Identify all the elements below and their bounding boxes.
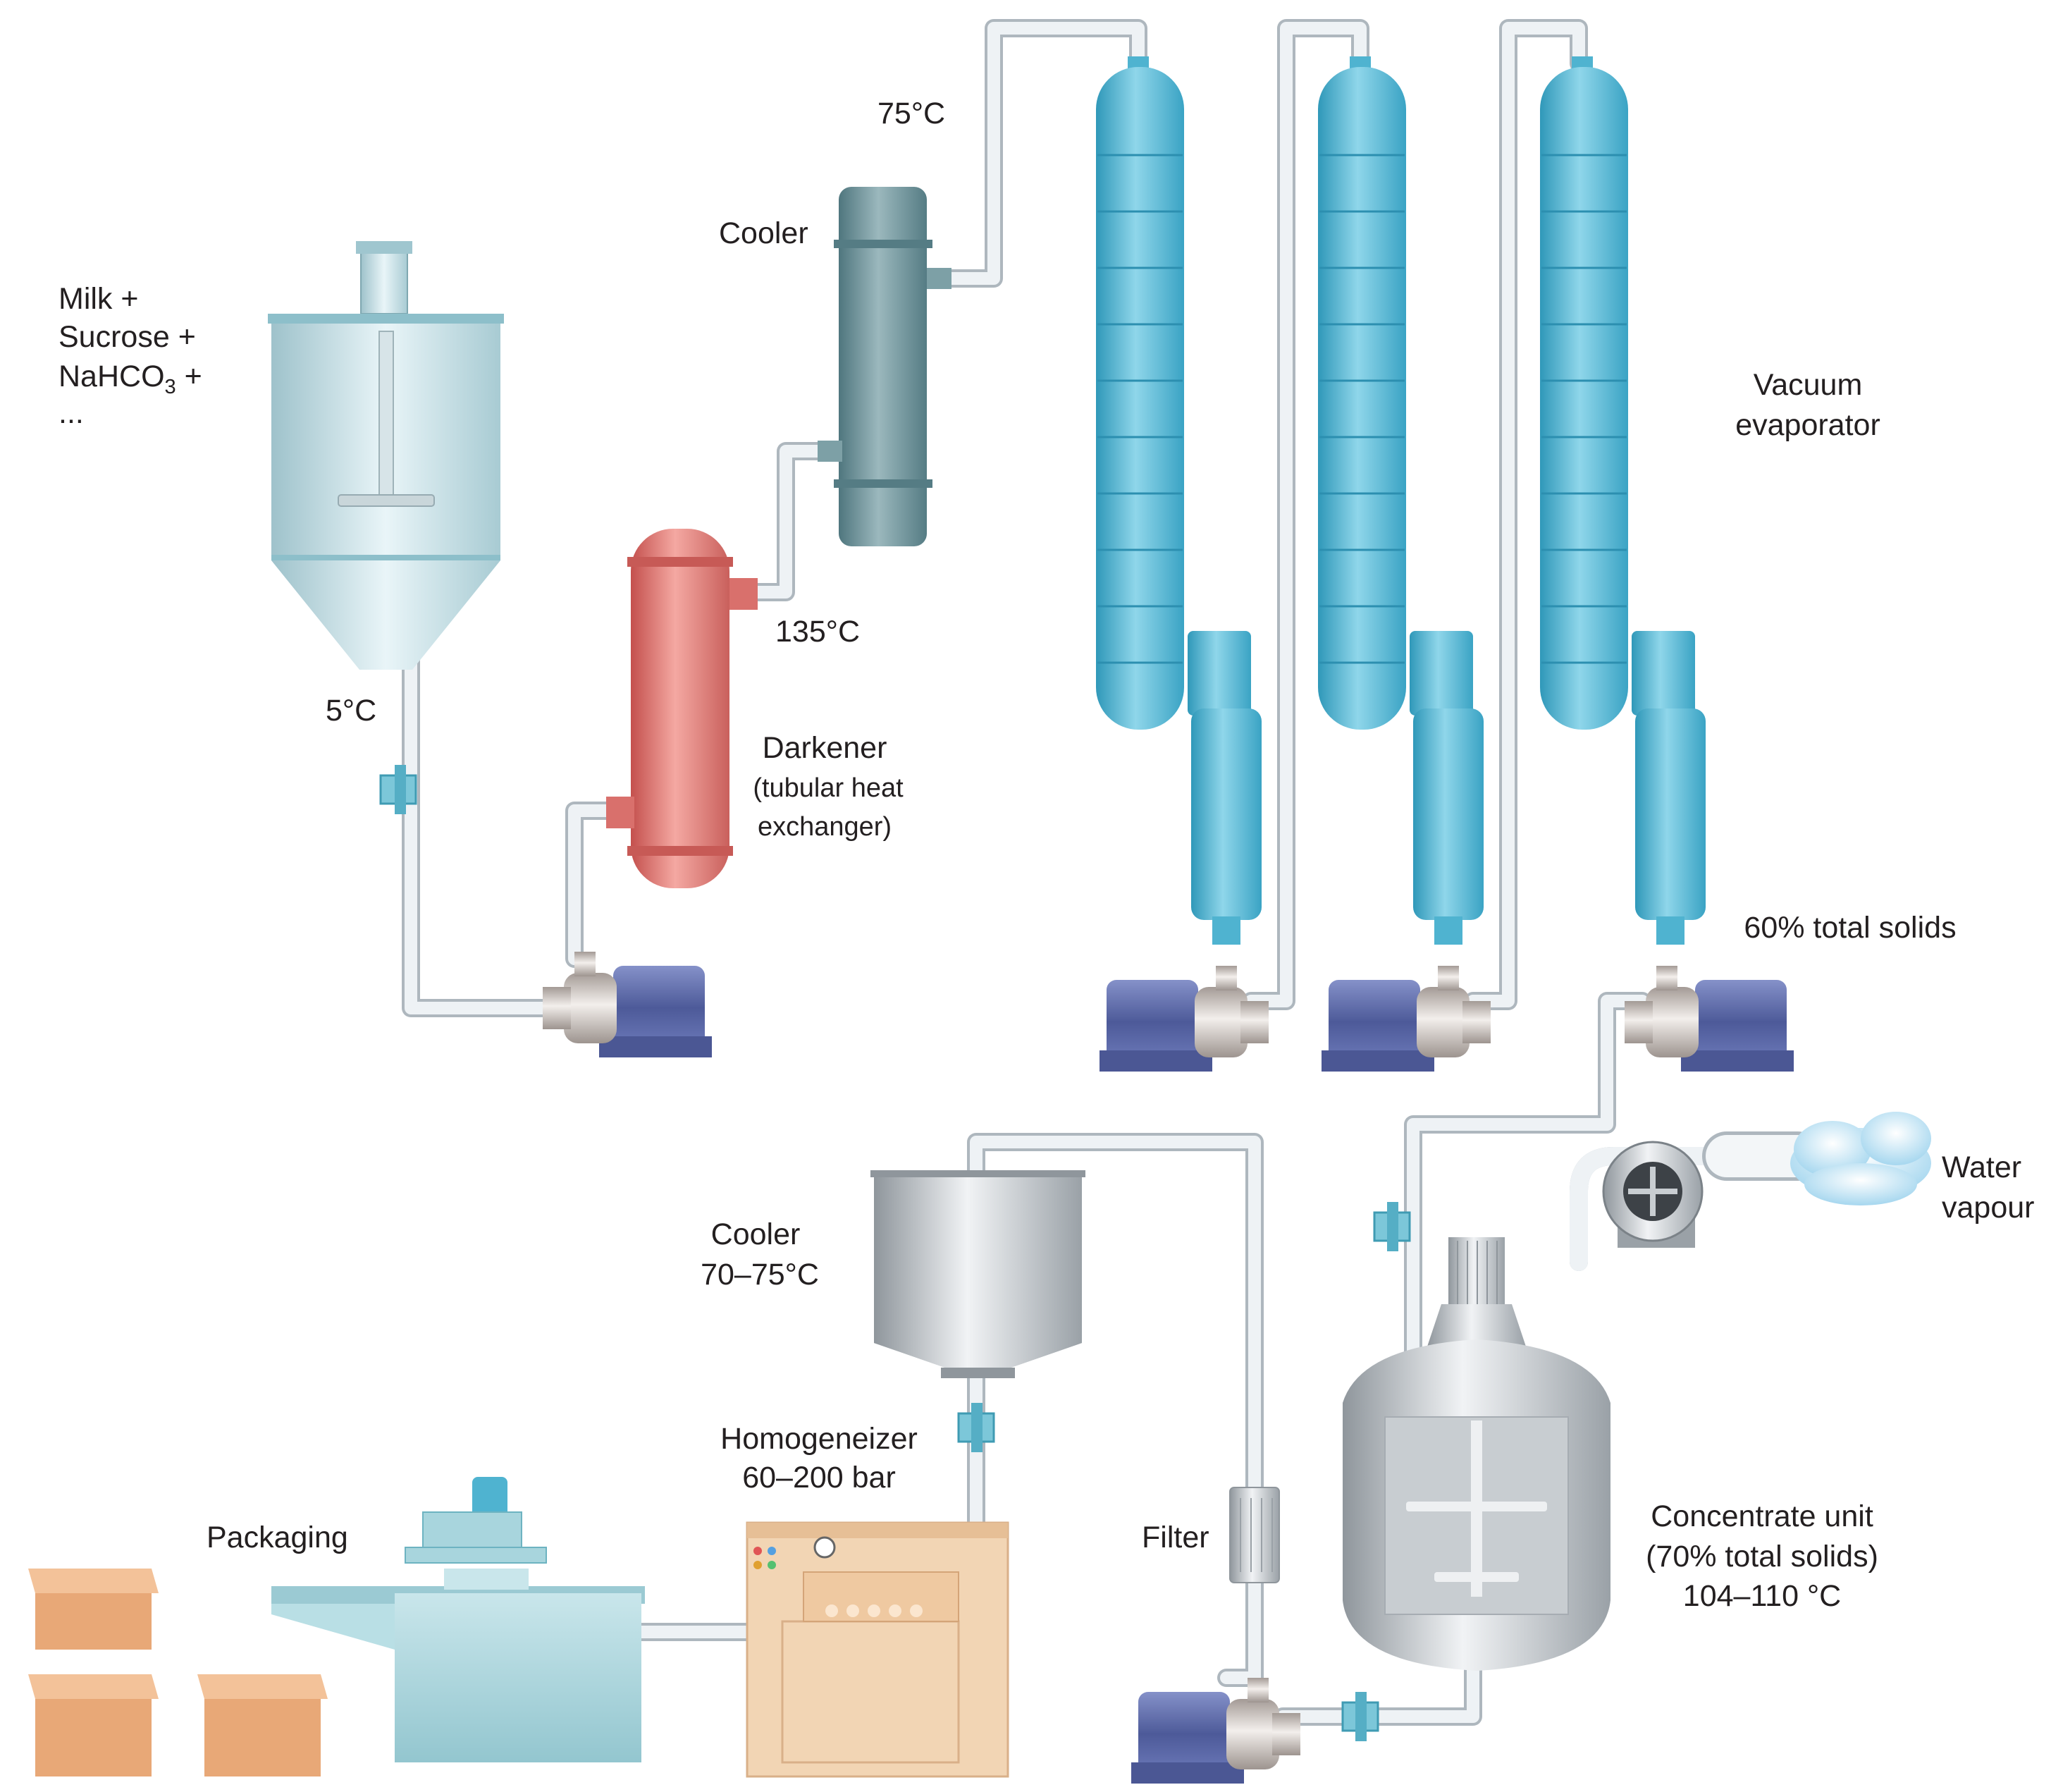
concentrate-unit-title: Concentrate unit xyxy=(1651,1499,1873,1533)
vacuum-evaporator-3 xyxy=(1540,56,1706,945)
cooler-label: Cooler xyxy=(719,216,808,250)
valve-4[interactable] xyxy=(1341,1692,1379,1741)
homogenizer xyxy=(746,1521,1009,1778)
ingredient-milk: Milk + xyxy=(58,282,138,316)
darkener-subtitle-1: (tubular heat xyxy=(753,773,904,803)
valve-1[interactable] xyxy=(379,765,417,814)
extraction-fan xyxy=(1602,1141,1704,1248)
ingredient-ellipsis: ... xyxy=(58,396,84,430)
ingredient-nahco3: NaHCO3 + xyxy=(58,360,202,398)
homogenizer-pressure: 60–200 bar xyxy=(742,1461,896,1495)
pump-3 xyxy=(1322,966,1491,1072)
box-3 xyxy=(197,1674,328,1776)
packaging-label: Packaging xyxy=(207,1521,348,1554)
homogenizer-title: Homogeneizer xyxy=(720,1422,918,1456)
water-vapour-cloud-icon xyxy=(1790,1112,1931,1205)
concentrate-unit-solids: (70% total solids) xyxy=(1646,1540,1878,1573)
cooler-heat-exchanger xyxy=(818,187,951,546)
valve-2[interactable] xyxy=(957,1403,995,1452)
packaging-machine xyxy=(271,1477,645,1762)
darkener-heat-exchanger xyxy=(606,529,758,888)
concentrate-unit-temp: 104–110 °C xyxy=(1683,1579,1841,1613)
pump-1 xyxy=(543,952,712,1057)
filter xyxy=(1229,1487,1280,1583)
darkener-subtitle-2: exchanger) xyxy=(758,812,892,842)
pump-2 xyxy=(1100,966,1269,1072)
filter-label: Filter xyxy=(1142,1521,1209,1554)
cooler-2-title: Cooler xyxy=(711,1217,801,1251)
cooler-hopper xyxy=(870,1170,1085,1378)
water-vapour-label-1: Water xyxy=(1942,1150,2021,1184)
total-solids-60-label: 60% total solids xyxy=(1744,911,1956,945)
labels: Milk + Sucrose + NaHCO3 + ... 5°C 75°C 1… xyxy=(58,97,2034,1613)
temp-135-label: 135°C xyxy=(775,615,860,649)
darkener-title: Darkener xyxy=(763,731,887,765)
pump-4 xyxy=(1625,966,1794,1072)
temp-5-label: 5°C xyxy=(326,694,376,728)
water-vapour-label-2: vapour xyxy=(1942,1191,2034,1225)
pump-5 xyxy=(1131,1678,1300,1784)
mixing-tank xyxy=(268,241,504,670)
concentrate-unit xyxy=(1343,1237,1610,1671)
cooler-2-temp: 70–75°C xyxy=(701,1258,819,1291)
box-1 xyxy=(28,1569,159,1650)
box-2 xyxy=(28,1674,159,1776)
valve-3[interactable] xyxy=(1373,1202,1411,1251)
vacuum-evaporator-2 xyxy=(1318,56,1484,945)
temp-75-label: 75°C xyxy=(877,97,945,130)
vacuum-evaporator-1 xyxy=(1096,56,1262,945)
vacuum-evaporator-label-1: Vacuum xyxy=(1754,368,1863,402)
ingredient-sucrose: Sucrose + xyxy=(58,320,196,354)
vacuum-evaporator-label-2: evaporator xyxy=(1735,408,1880,442)
